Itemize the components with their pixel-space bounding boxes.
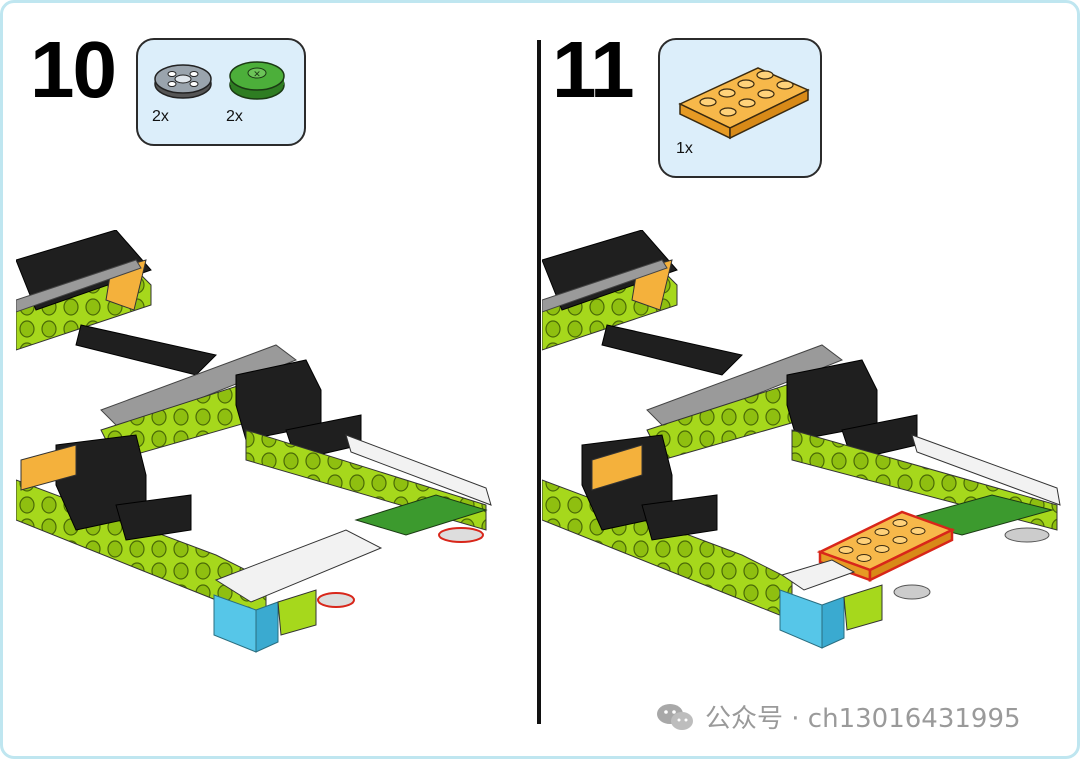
watermark-text: 公众号 · ch13016431995 <box>705 704 1021 734</box>
part-quantity: 2x <box>152 108 169 125</box>
green-round-plate-icon: ✕ <box>229 61 285 100</box>
part-quantity: 1x <box>676 140 693 157</box>
part-quantity: 2x <box>226 108 243 125</box>
orange-2x4-plate-icon <box>678 67 810 140</box>
svg-text:✕: ✕ <box>253 70 261 80</box>
step-divider <box>537 40 541 724</box>
step-number-11: 11 <box>552 25 635 114</box>
parts-callout-step-10: 2x ✕ 2x <box>136 38 306 146</box>
build-scene-step-10 <box>16 230 492 653</box>
wechat-icon <box>657 703 693 730</box>
watermark: 公众号 · ch13016431995 <box>655 698 1021 735</box>
build-scene-step-11 <box>542 230 1061 649</box>
parts-callout-step-11: 1x <box>658 38 822 178</box>
dark-round-turntable-icon <box>154 64 212 99</box>
step-number-10: 10 <box>30 25 117 114</box>
